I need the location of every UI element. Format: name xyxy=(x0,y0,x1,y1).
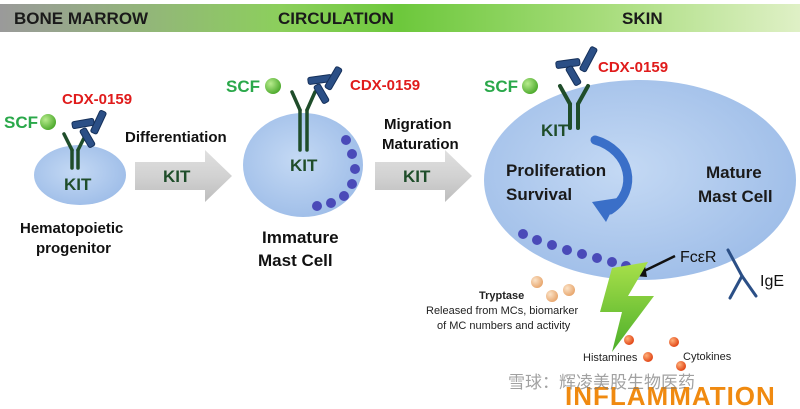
differentiation-arrow xyxy=(135,150,232,202)
tryptase-description-line2: of MC numbers and activity xyxy=(437,320,571,332)
proliferation-curved-arrow xyxy=(590,135,633,215)
stage-header-bar xyxy=(0,4,800,32)
tryptase-label: Tryptase xyxy=(479,290,524,302)
scf-ligand-icon xyxy=(522,78,538,94)
stage-skin: SKIN xyxy=(622,9,663,28)
immature-mast-cell xyxy=(243,113,363,217)
mature-label-line1: Mature xyxy=(706,163,762,182)
cdx-label: CDX-0159 xyxy=(598,59,668,76)
fcer-label: FcεR xyxy=(680,249,716,266)
watermark-text: 雪球：辉凌美股生物医药 xyxy=(508,373,695,393)
granules xyxy=(312,135,360,211)
stage-bone-marrow: BONE MARROW xyxy=(14,9,149,28)
histamines-label: Histamines xyxy=(583,352,638,364)
scf-ligand-icon xyxy=(40,114,56,130)
kit-label: KIT xyxy=(541,121,569,140)
stage-circulation: CIRCULATION xyxy=(278,9,394,28)
tryptase-granules xyxy=(531,276,575,302)
hematopoietic-label-line1: Hematopoietic xyxy=(20,220,123,237)
mature-mast-cell xyxy=(484,80,796,280)
scf-ligand-icon xyxy=(265,78,281,94)
scf-label: SCF xyxy=(226,77,260,96)
kit-arrow-label: KIT xyxy=(163,167,191,186)
proliferation-arrow-head xyxy=(592,198,618,222)
antibody-icon xyxy=(555,46,598,86)
scf-label: SCF xyxy=(484,77,518,96)
fcer-pointer-arrow xyxy=(639,254,676,275)
tryptase-description-line1: Released from MCs, biomarker xyxy=(426,305,579,317)
kit-receptor-icon xyxy=(558,84,590,130)
ige-label: IgE xyxy=(760,273,784,290)
immature-label-line2: Mast Cell xyxy=(258,251,333,270)
inflammation-label: INFLAMMATION xyxy=(565,381,776,409)
migration-arrow xyxy=(375,150,472,202)
migration-label: Migration xyxy=(384,116,452,133)
cytokines-label: Cytokines xyxy=(683,351,732,363)
immature-label-line1: Immature xyxy=(262,228,339,247)
kit-label: KIT xyxy=(290,156,318,175)
maturation-label: Maturation xyxy=(382,136,459,153)
kit-arrow-label: KIT xyxy=(403,167,431,186)
differentiation-label: Differentiation xyxy=(125,129,227,146)
mediator-granules xyxy=(624,335,686,371)
degranulation-bolt-icon xyxy=(600,262,654,352)
scf-label: SCF xyxy=(4,113,38,132)
ige-icon xyxy=(726,248,758,300)
hematopoietic-progenitor-cell xyxy=(34,145,126,205)
proliferation-label: Proliferation xyxy=(506,161,606,180)
mature-label-line2: Mast Cell xyxy=(698,187,773,206)
antibody-icon xyxy=(307,66,343,104)
kit-receptor-icon xyxy=(290,90,317,152)
kit-label: KIT xyxy=(64,175,92,194)
cdx-label: CDX-0159 xyxy=(350,77,420,94)
survival-label: Survival xyxy=(506,185,572,204)
antibody-icon xyxy=(71,110,107,148)
hematopoietic-label-line2: progenitor xyxy=(36,240,111,257)
cdx-label: CDX-0159 xyxy=(62,91,132,108)
